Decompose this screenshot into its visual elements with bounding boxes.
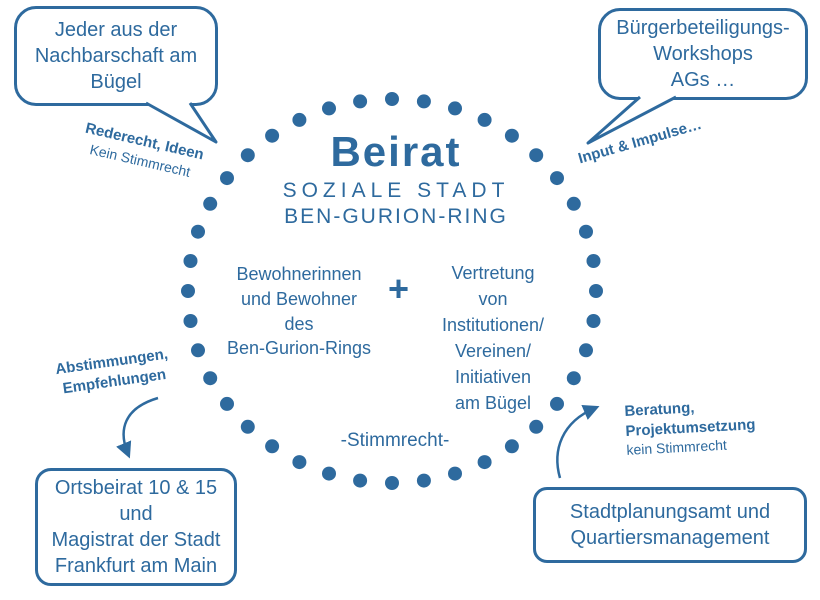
ring-dot (292, 112, 307, 127)
ring-dot (566, 196, 581, 211)
label-rederecht: Rederecht, Ideen Kein Stimmrecht (68, 116, 218, 185)
ring-dot (181, 284, 195, 298)
ring-dot (322, 466, 336, 481)
box-stadtplanungsamt: Stadtplanungsamt und Quartiersmanagement (533, 487, 807, 563)
ring-dot (385, 92, 399, 106)
ring-dot (448, 466, 462, 481)
bubble-neighborhood-text: Jeder aus der Nachbarschaft am Bügel (34, 19, 198, 93)
box-ortsbeirat-text: Ortsbeirat 10 & 15 und Magistrat der Sta… (51, 477, 221, 577)
ring-dot (477, 112, 492, 127)
ring-dot (183, 254, 198, 268)
ring-dot (322, 101, 336, 116)
ring-dot (448, 101, 462, 116)
members-institutions-text: Vertretung von Institutionen/ Vereinen/ … (441, 263, 545, 414)
ring-dot (586, 314, 601, 328)
members-residents-text: Bewohnerinnen und Bewohner des Ben-Gurio… (226, 264, 372, 359)
ring-dot (265, 439, 280, 454)
box-stadtplanungsamt-text: Stadtplanungsamt und Quartiersmanagement (569, 501, 771, 549)
ring-dot (353, 473, 368, 488)
ring-dot (191, 224, 205, 239)
ring-dot (183, 314, 198, 328)
diagram-subtitle-2: BEN-GURION-RING (284, 205, 508, 228)
label-abstimmungen: Abstimmungen, Empfehlungen (42, 343, 184, 401)
ring-dot (292, 455, 307, 470)
ring-dot (385, 476, 399, 490)
ring-dot (566, 371, 581, 386)
voting-right-note: -Stimmrecht- (340, 430, 450, 451)
box-ortsbeirat-magistrat: Ortsbeirat 10 & 15 und Magistrat der Sta… (35, 468, 237, 586)
ring-dot (529, 419, 544, 434)
ring-dot (477, 455, 492, 470)
bubble-workshops-text: Bürgerbeteiligungs- Workshops AGs … (616, 17, 790, 91)
diagram-title: Beirat (330, 128, 462, 175)
arrow-to-ortsbeirat-icon (116, 396, 159, 459)
ring-dot (240, 419, 255, 434)
ring-dot (550, 171, 564, 186)
label-abstimmungen-bold: Abstimmungen, Empfehlungen (54, 345, 169, 397)
ring-dot (589, 284, 603, 298)
plus-sign: + (388, 268, 410, 309)
center-heading: Beirat SOZIALE STADT BEN-GURION-RING (241, 128, 551, 229)
ring-dot (203, 371, 218, 386)
ring-dot (579, 343, 593, 358)
label-input-impulse: Input & Impulse… (576, 109, 726, 169)
ring-dot (586, 254, 601, 268)
bubble-workshops: Bürgerbeteiligungs- Workshops AGs … (598, 8, 808, 100)
label-input-impulse-bold: Input & Impulse… (576, 115, 704, 168)
ring-dot (220, 171, 234, 186)
diagram-subtitle-1: SOZIALE STADT (282, 179, 510, 202)
ring-dot (191, 343, 205, 358)
ring-dot (353, 94, 368, 109)
arrow-to-circle-icon (556, 404, 600, 479)
ring-dot (220, 396, 234, 411)
ring-dot (504, 439, 519, 454)
ring-dot (416, 473, 431, 488)
label-beratung: Beratung, Projektumsetzung kein Stimmrec… (624, 393, 792, 459)
ring-dot (416, 94, 431, 109)
bubble-neighborhood: Jeder aus der Nachbarschaft am Bügel (14, 6, 218, 106)
ring-dot (579, 224, 593, 239)
ring-dot (203, 196, 218, 211)
